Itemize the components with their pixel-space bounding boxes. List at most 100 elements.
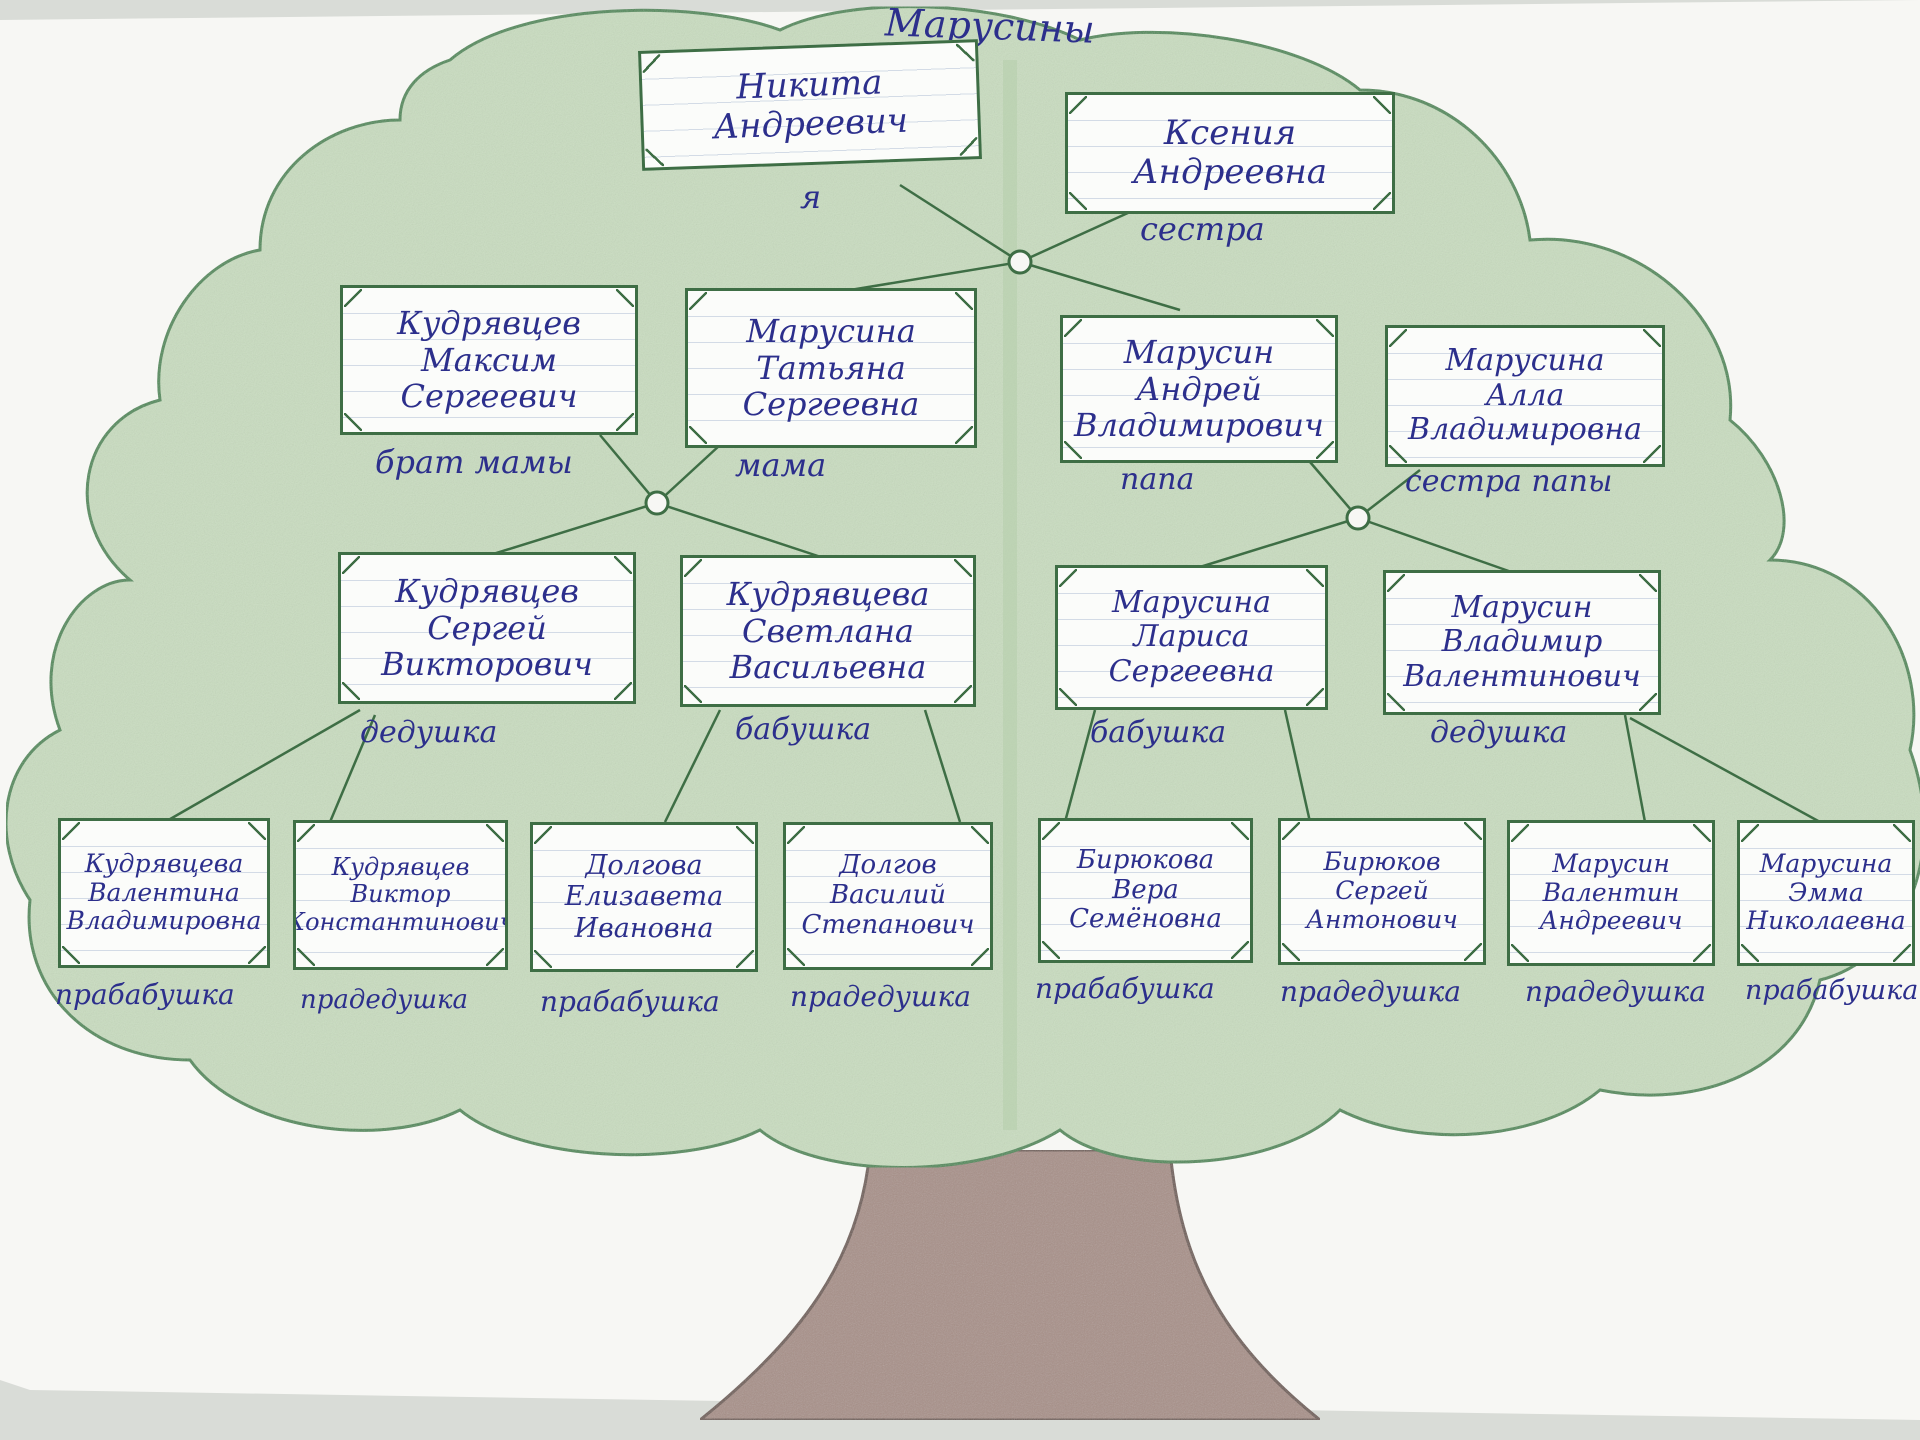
person-name-line: Светлана [742,611,914,650]
card-corner-ornament [1643,445,1661,463]
card-corner-ornament [62,946,80,964]
person-name-line: Виктор [350,880,451,909]
person-name-line: Марусина [1112,584,1271,620]
person-name-line: Лариса [1133,619,1250,655]
relation-label: сестра [1140,210,1265,248]
person-name-line: Сергеевна [742,385,920,424]
person-name-line: Владимирович [1074,406,1324,445]
person-name-line: Марусин [1123,332,1275,371]
card-corner-ornament [642,54,661,73]
card-corner-ornament [342,556,360,574]
card-corner-ornament [534,950,552,968]
person-name-line: Эмма [1788,877,1864,907]
person-name-line: Марусина [1759,848,1893,878]
person-name-line: Владимировна [66,906,262,936]
card-corner-ornament [1893,944,1911,962]
card-corner-ornament [645,148,665,167]
card-corner-ornament [1639,693,1657,711]
person-name-line: Марусин [1552,848,1670,878]
card-corner-ornament [955,43,975,62]
card-corner-ornament [342,682,360,700]
person-name-line: Бирюкова [1076,844,1215,875]
relation-label: прадедушка [790,980,971,1013]
person-name-line: Семёновна [1069,904,1222,935]
person-name-line: Марусина [1445,343,1605,379]
relation-label: сестра папы [1405,464,1613,499]
person-name-line: Андреевич [712,100,909,148]
card-corner-ornament [1042,941,1060,959]
relation-label: брат мамы [375,443,573,481]
card-corner-ornament [787,826,805,844]
card-corner-ornament [1064,319,1082,337]
person-name-line: Татьяна [756,348,906,387]
person-name-line: Валентин [1542,877,1680,907]
person-name-line: Сергеевич [400,377,578,416]
person-name-line: Никита [735,62,884,108]
person-name-line: Сергеевна [1108,653,1275,689]
card-corner-ornament [1741,944,1759,962]
card-corner-ornament [1042,822,1060,840]
card-corner-ornament [1282,943,1300,961]
person-name-line: Васильевна [729,648,927,687]
person-name-line: Константинович [293,907,508,936]
card-corner-ornament [689,426,707,444]
card-corner-ornament [1231,822,1249,840]
junction-node [1007,249,1033,275]
junction-node [644,490,670,516]
card-corner-ornament [1306,688,1324,706]
person-name-line: Василий [830,880,946,911]
card-corner-ornament [1387,574,1405,592]
card-corner-ornament [616,413,634,431]
card-corner-ornament [1306,569,1324,587]
person-name-line: Андреевич [1539,906,1683,936]
card-corner-ornament [1511,824,1529,842]
person-name-line: Андреевна [1132,152,1328,192]
card-corner-ornament [616,289,634,307]
junction-node [1345,505,1371,531]
relation-label: бабушка [1090,715,1227,750]
card-corner-ornament [959,137,978,156]
person-name-line: Владимир [1441,624,1603,660]
card-corner-ornament [297,824,315,842]
card-corner-ornament [297,948,315,966]
relation-label: прадедушка [1280,975,1461,1008]
person-name-line: Кудрявцев [331,852,470,881]
person-name-line: Вера [1112,874,1179,905]
person-name-line: Кудрявцева [84,848,244,878]
relation-label: бабушка [735,712,872,747]
card-corner-ornament [689,292,707,310]
relation-label: прадедушка [1525,975,1706,1008]
person-name-line: Викторович [381,645,593,684]
person-name-line: Кудрявцев [397,303,581,342]
person-name-line: Николаевна [1746,906,1906,936]
card-corner-ornament [486,824,504,842]
card-corner-ornament [1064,441,1082,459]
card-corner-ornament [534,826,552,844]
card-corner-ornament [954,685,972,703]
card-corner-ornament [614,682,632,700]
card-corner-ornament [1387,693,1405,711]
person-name-line: Максим [420,340,557,379]
card-corner-ornament [1693,824,1711,842]
person-name-line: Ксения [1163,112,1297,153]
person-name-line: Сергей [1335,876,1429,906]
tree-trunk [695,1148,1325,1422]
card-corner-ornament [684,559,702,577]
relation-label: мама [735,446,827,484]
card-corner-ornament [248,946,266,964]
person-name-line: Ивановна [574,912,714,944]
card-corner-ornament [684,685,702,703]
person-name-line: Бирюков [1323,847,1441,877]
card-corner-ornament [1373,96,1391,114]
card-corner-ornament [971,948,989,966]
